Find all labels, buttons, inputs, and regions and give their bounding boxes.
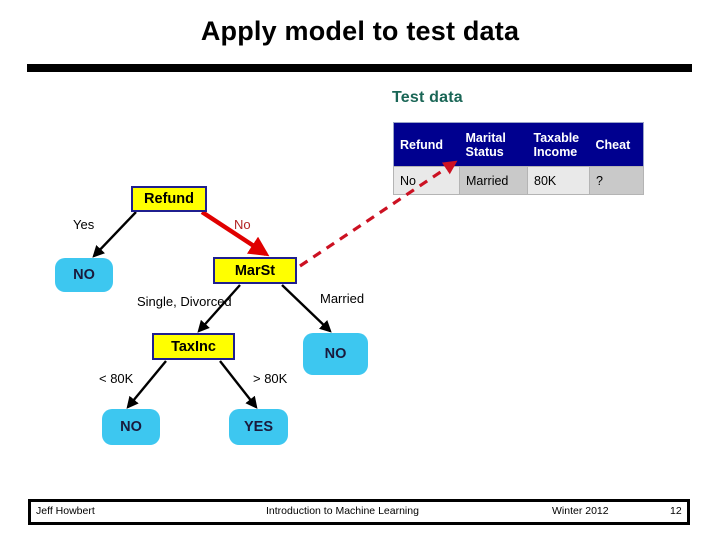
footer-author: Jeff Howbert — [36, 505, 95, 517]
column-header-marital-status: Marital Status — [459, 122, 528, 167]
page-title: Apply model to test data — [200, 16, 520, 46]
tree-node-no-left[interactable]: NO — [55, 258, 113, 292]
column-header-taxable-income: Taxable Income — [527, 122, 590, 167]
cell-marital-status: Married — [459, 166, 528, 195]
tree-node-no-bottom[interactable]: NO — [102, 409, 160, 445]
cell-taxable-income: 80K — [527, 166, 590, 195]
cell-refund: No — [393, 166, 460, 195]
tree-node-marst[interactable]: MarSt — [213, 257, 297, 284]
footer-box — [28, 499, 690, 525]
edge-label-married: Married — [320, 291, 365, 306]
column-header-cheat: Cheat — [589, 122, 644, 167]
edge-refund-yes — [92, 211, 137, 258]
footer-term: Winter 2012 — [552, 505, 609, 517]
tree-node-no-right-label: NO — [324, 346, 347, 362]
edge-taxinc-lt80k — [126, 360, 167, 409]
test-data-table: Refund Marital Status Taxable Income Che… — [393, 122, 644, 195]
tree-node-no-right[interactable]: NO — [303, 333, 368, 375]
table-row: No Married 80K ? — [393, 166, 644, 195]
tree-node-taxinc[interactable]: TaxInc — [152, 333, 235, 360]
edge-label-lt-80k: < 80K — [99, 371, 134, 386]
edge-label-no: No — [234, 217, 251, 232]
tree-node-yes[interactable]: YES — [229, 409, 288, 445]
footer-page-number: 12 — [670, 505, 682, 517]
tree-node-taxinc-label: TaxInc — [171, 338, 216, 355]
test-data-heading: Test data — [392, 89, 463, 106]
table-header-row: Refund Marital Status Taxable Income Che… — [393, 122, 644, 167]
tree-node-no-bottom-label: NO — [120, 419, 142, 435]
footer-course: Introduction to Machine Learning — [266, 505, 419, 517]
tree-node-marst-label: MarSt — [234, 262, 276, 279]
edge-label-yes: Yes — [73, 217, 95, 232]
edge-label-single-divorced: Single, Divorced — [137, 294, 232, 309]
tree-node-yes-label: YES — [243, 419, 273, 435]
edge-label-gt-80k: > 80K — [253, 371, 288, 386]
tree-node-no-left-label: NO — [73, 267, 95, 283]
tree-node-refund-label: Refund — [144, 191, 194, 207]
column-header-refund: Refund — [393, 122, 460, 167]
edge-taxinc-gt80k — [219, 360, 258, 409]
cell-cheat: ? — [589, 166, 644, 195]
tree-node-refund[interactable]: Refund — [131, 186, 207, 212]
title-divider — [27, 64, 692, 72]
